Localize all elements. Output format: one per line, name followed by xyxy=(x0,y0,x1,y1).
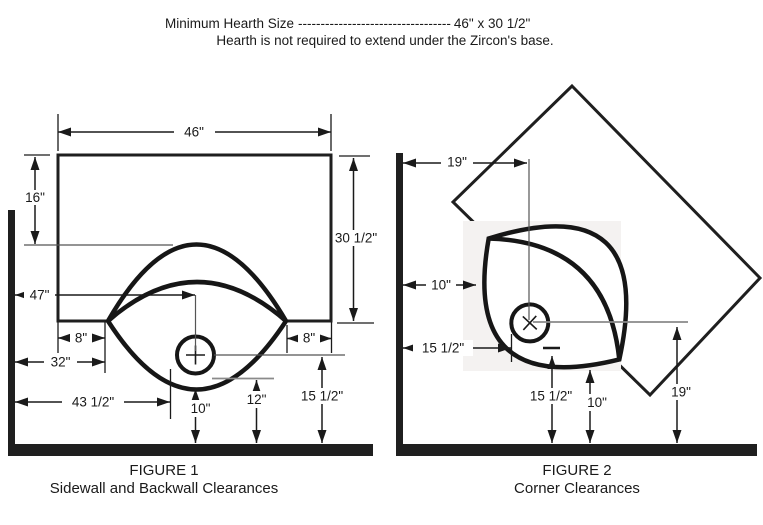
dim-label-15-5-vertical: 15 1/2" xyxy=(530,389,573,404)
figure1-title: FIGURE 1 xyxy=(129,462,198,479)
dim-label-10-vertical: 10" xyxy=(587,395,607,410)
dim-label-overhang-right: 8" xyxy=(303,331,316,346)
figure1-subtitle: Sidewall and Backwall Clearances xyxy=(50,480,278,497)
dim-label-15-5-horizontal: 15 1/2" xyxy=(422,341,465,356)
minimum-hearth-size-label: Minimum Hearth Size xyxy=(165,16,294,31)
dim-label-10-horizontal: 10" xyxy=(431,278,451,293)
corner-stove-top-view xyxy=(482,224,629,370)
hearth-note: Hearth is not required to extend under t… xyxy=(216,33,553,48)
flue-center-mark-vertical xyxy=(522,315,537,331)
figure2-subtitle: Corner Clearances xyxy=(514,480,640,497)
leader-dashes: ---------------------------------- xyxy=(298,16,451,31)
minimum-hearth-size-value: 46" x 30 1/2" xyxy=(454,16,531,31)
dim-label-19-vertical: 19" xyxy=(671,385,691,400)
dim-label-32: 32" xyxy=(51,355,71,370)
stove-top-view xyxy=(105,242,289,392)
corner-sidewall xyxy=(396,153,403,456)
sidewall xyxy=(8,210,15,456)
dim-label-15-5: 15 1/2" xyxy=(301,389,344,404)
figure2-drawing: 19" 10" 15 1/2" 15 1/2" 10" 19" xyxy=(396,83,763,456)
stove-front-edge xyxy=(488,236,622,360)
dim-label-47: 47" xyxy=(30,288,50,303)
backwall xyxy=(8,444,373,456)
dim-label-hearth-width: 46" xyxy=(184,125,204,140)
stove-front-edge xyxy=(106,279,288,323)
dim-label-43-5: 43 1/2" xyxy=(72,395,115,410)
dim-label-12: 12" xyxy=(247,392,267,407)
dim-label-10: 10" xyxy=(191,401,211,416)
dim-label-hearth-depth: 30 1/2" xyxy=(335,231,378,246)
figure1-drawing: 46" 16" 30 1/2" 47" 8" 8" 32" xyxy=(8,114,379,456)
dim-label-overhang-left: 8" xyxy=(75,331,88,346)
corner-backwall xyxy=(396,444,757,456)
dim-label-16: 16" xyxy=(25,190,45,205)
figure2-title: FIGURE 2 xyxy=(542,462,611,479)
minimum-hearth-size-line: Minimum Hearth Size ---------------------… xyxy=(165,16,530,31)
dim-label-19-horizontal: 19" xyxy=(447,155,467,170)
